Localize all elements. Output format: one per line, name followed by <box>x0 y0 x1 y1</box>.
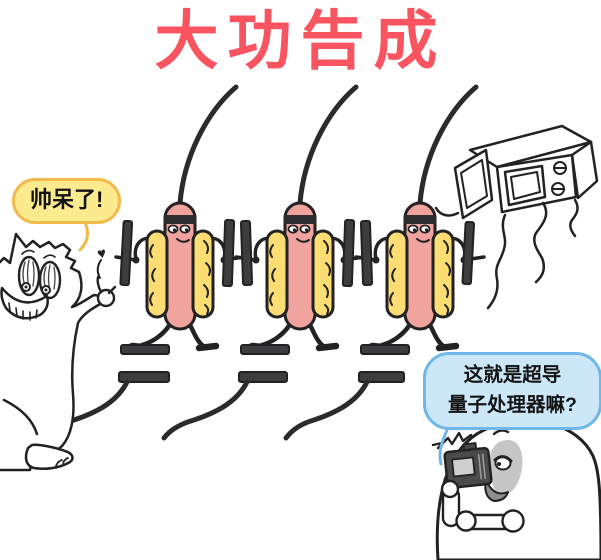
camera-character-mouth <box>484 479 509 502</box>
heart-icon: ♥ <box>96 245 108 263</box>
speech-bubble-camera-line1: 这就是超导 <box>463 364 562 386</box>
platforms-and-cables <box>41 344 410 441</box>
microwave <box>434 124 599 310</box>
hotdog-character-2 <box>236 87 364 348</box>
cat-character <box>0 232 117 472</box>
cat-leg-line <box>2 398 39 436</box>
camera-screen <box>451 456 476 478</box>
cat-foot <box>24 443 74 470</box>
comic-title: 大功告成 <box>154 5 447 77</box>
speech-bubble-cat: 帅呆了! <box>12 178 122 224</box>
cat-hand <box>96 288 116 308</box>
speech-bubble-cat-text: 帅呆了! <box>30 187 104 212</box>
barbell-plates <box>119 218 476 288</box>
camera-character-hand <box>440 479 460 499</box>
hotdog-character-1 <box>116 87 244 348</box>
camera <box>443 442 493 490</box>
camera-bubble-tail <box>438 426 450 466</box>
speech-bubble-camera: 这就是超导 量子处理器嘛? <box>423 352 601 431</box>
speech-bubble-camera-line2: 量子处理器嘛? <box>448 394 577 417</box>
camera-character <box>431 419 601 560</box>
cat-bubble-tail <box>78 218 89 252</box>
